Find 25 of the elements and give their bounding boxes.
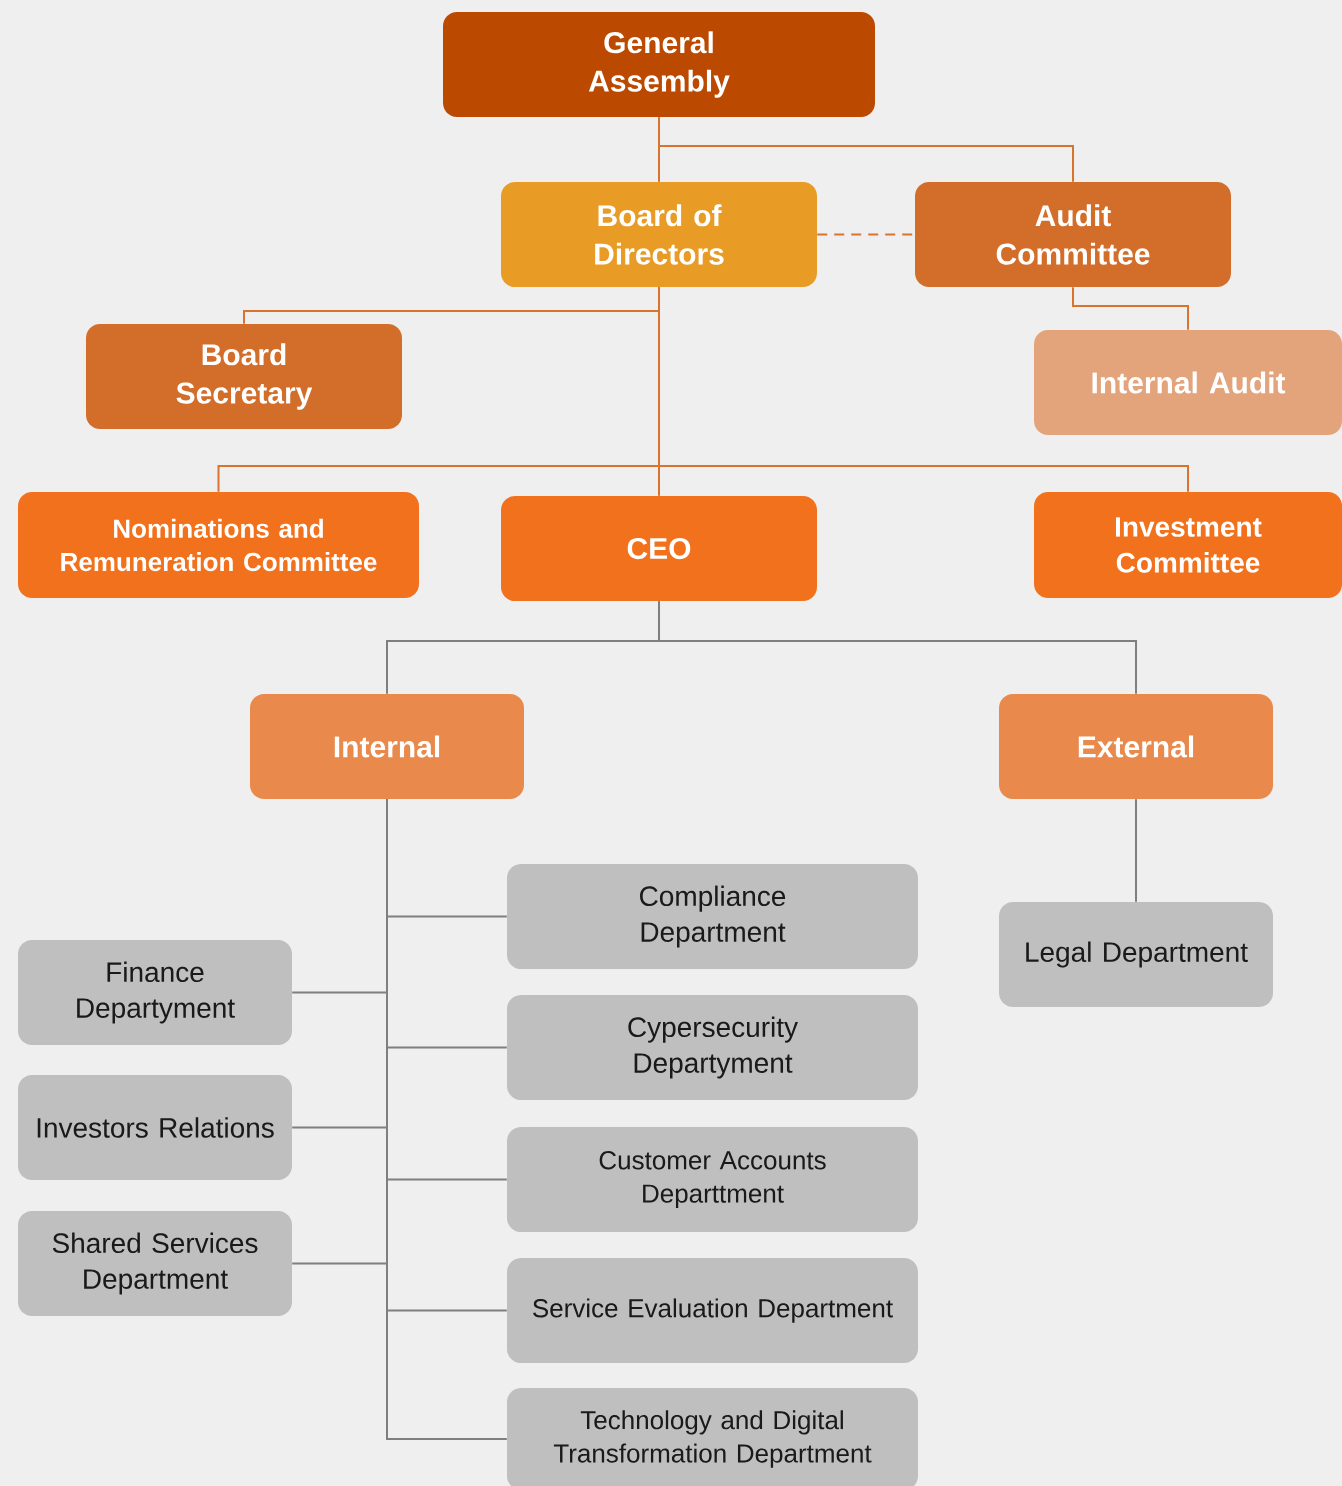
org-box: Internal Audit <box>1034 330 1342 435</box>
org-box: Board of Directors <box>501 182 817 287</box>
department-box: Finance Departyment <box>18 940 292 1045</box>
department-box: Service Evaluation Department <box>507 1258 918 1363</box>
department-box: Shared Services Department <box>18 1211 292 1316</box>
org-box: Investment Committee <box>1034 492 1342 598</box>
org-box: Nominations and Remuneration Committee <box>18 492 419 598</box>
org-box: Internal <box>250 694 524 799</box>
org-box: Audit Committee <box>915 182 1231 287</box>
connector-line <box>658 600 1137 695</box>
department-box: Investors Relations <box>18 1075 292 1180</box>
department-box: Compliance Department <box>507 864 918 969</box>
connector-line <box>1072 286 1189 331</box>
connector-line <box>386 798 508 1440</box>
department-box: Cypersecurity Departyment <box>507 995 918 1100</box>
connector-line <box>658 116 1074 183</box>
org-box: External <box>999 694 1273 799</box>
org-box: CEO <box>501 496 817 601</box>
org-box: General Assembly <box>443 12 875 117</box>
department-box: Legal Department <box>999 902 1273 1007</box>
org-box: Board Secretary <box>86 324 402 429</box>
department-box: Technology and Digital Transformation Department <box>507 1388 918 1486</box>
connector-line <box>1135 798 1137 903</box>
connector-line <box>658 286 1189 493</box>
department-box: Customer Accounts Departtment <box>507 1127 918 1232</box>
